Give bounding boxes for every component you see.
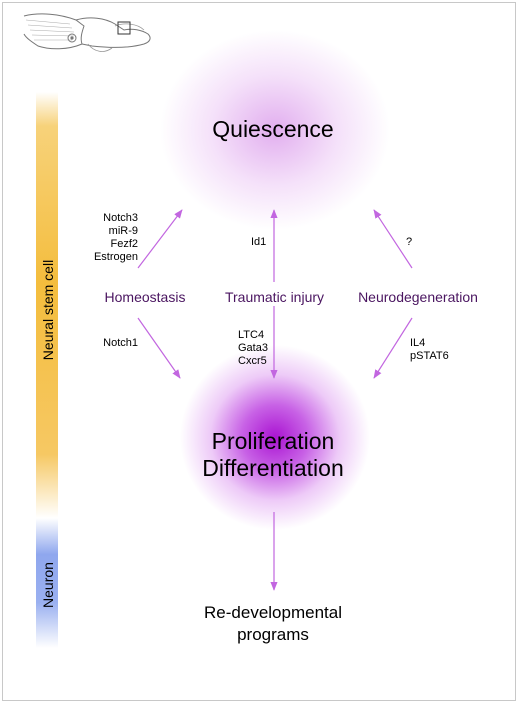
condition-neurodegeneration: Neurodegeneration [358,289,478,305]
arrow-homeostasis-to-quiescence [137,209,183,269]
homeostasis-quiescence-factors: Notch3 miR-9 Fezf2 Estrogen [70,212,138,264]
zebrafish-head-icon [23,13,151,52]
arrow-neurodegeneration-to-proliferation [373,317,413,379]
arrow-neurodegeneration-to-quiescence [373,209,413,269]
factor-label: pSTAT6 [410,350,449,362]
neurodegeneration-quiescence-factors: ? [406,236,412,249]
quiescence-title: Quiescence [212,116,334,142]
homeostasis-proliferation-factors: Notch1 [70,337,138,350]
neural-stem-cell-bar [36,92,58,518]
outcome-line: Re-developmental [204,603,342,622]
factor-label: Fezf2 [110,238,138,250]
neuron-bar [36,518,58,648]
factor-label: Notch3 [103,212,138,224]
factor-label: LTC4 [238,329,265,341]
condition-homeostasis: Homeostasis [104,289,186,305]
proliferation-title: Proliferation [211,428,335,454]
arrow-homeostasis-to-proliferation [137,317,181,379]
factor-label: Id1 [251,236,267,248]
condition-traumatic-injury: Traumatic injury [224,289,325,305]
factor-label: miR-9 [108,225,138,237]
factor-label: IL4 [410,337,426,349]
differentiation-title: Differentiation [202,455,344,481]
factor-label: Cxcr5 [238,355,267,367]
outcome-label: Re-developmental programs [163,602,383,646]
outcome-line: programs [237,625,309,644]
factor-label: Gata3 [238,342,268,354]
neurodegeneration-proliferation-factors: IL4 pSTAT6 [410,337,449,363]
factor-label: Notch1 [103,337,138,349]
factor-label: ? [406,236,413,248]
factor-label: Estrogen [93,251,138,263]
traumatic-quiescence-factors: Id1 [251,236,266,249]
traumatic-proliferation-factors: LTC4 Gata3 Cxcr5 [238,329,268,368]
